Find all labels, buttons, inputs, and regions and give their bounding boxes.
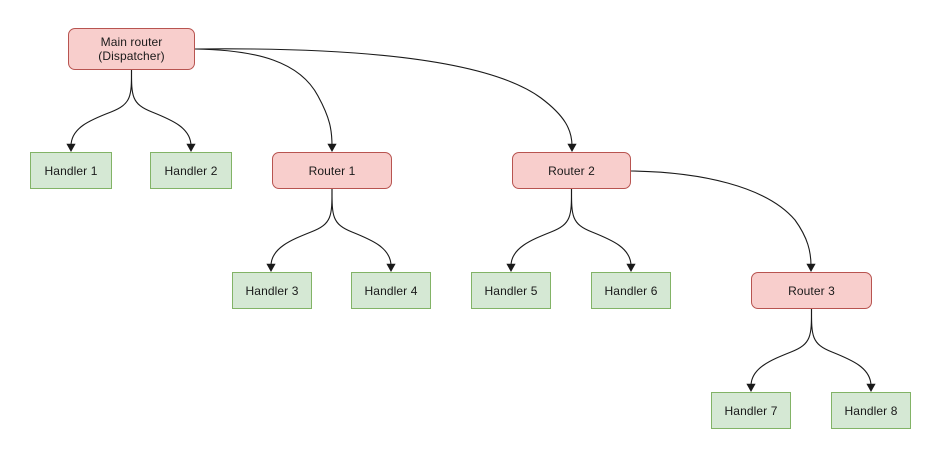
edge-main-router-to-router-1 xyxy=(194,48,333,147)
node-main-router[interactable]: Main router (Dispatcher) xyxy=(68,28,195,70)
arrowhead-icon xyxy=(746,383,756,392)
arrowhead-icon xyxy=(866,383,876,392)
node-label: Router 2 xyxy=(548,163,595,178)
node-label: Router 1 xyxy=(308,163,356,178)
node-label: Handler 2 xyxy=(164,163,218,178)
arrowhead-icon xyxy=(386,263,396,272)
node-router-3[interactable]: Router 3 xyxy=(751,272,872,309)
node-label: Handler 8 xyxy=(844,403,898,418)
edge-router-3-to-handler-7 xyxy=(750,308,813,387)
arrowhead-icon xyxy=(567,143,577,152)
node-handler-1[interactable]: Handler 1 xyxy=(30,152,112,189)
node-handler-7[interactable]: Handler 7 xyxy=(711,392,791,429)
arrowhead-icon xyxy=(626,263,636,272)
node-router-2[interactable]: Router 2 xyxy=(512,152,631,189)
node-label: Router 3 xyxy=(788,283,835,298)
node-handler-8[interactable]: Handler 8 xyxy=(831,392,911,429)
node-handler-3[interactable]: Handler 3 xyxy=(232,272,312,309)
edge-router-2-to-handler-6 xyxy=(570,188,632,267)
node-label: Handler 5 xyxy=(484,283,538,298)
edge-router-1-to-handler-3 xyxy=(270,188,333,267)
arrowhead-icon xyxy=(66,143,76,152)
arrowhead-icon xyxy=(266,263,276,272)
node-router-1[interactable]: Router 1 xyxy=(272,152,392,189)
node-label: Handler 6 xyxy=(604,283,658,298)
node-label: Handler 1 xyxy=(44,163,98,178)
node-label: Handler 4 xyxy=(364,283,418,298)
edge-router-3-to-handler-8 xyxy=(810,308,872,387)
edge-main-router-to-handler-2 xyxy=(130,69,192,147)
node-label: Handler 3 xyxy=(245,283,299,298)
node-handler-5[interactable]: Handler 5 xyxy=(471,272,551,309)
edge-router-2-to-handler-5 xyxy=(510,188,573,267)
arrowhead-icon xyxy=(506,263,516,272)
arrowhead-icon xyxy=(186,143,196,152)
edge-main-router-to-router-2 xyxy=(194,48,573,147)
node-label: Main router (Dispatcher) xyxy=(98,35,165,63)
arrowhead-icon xyxy=(327,143,337,152)
edge-router-2-to-router-3 xyxy=(630,170,812,267)
node-handler-4[interactable]: Handler 4 xyxy=(351,272,431,309)
node-handler-2[interactable]: Handler 2 xyxy=(150,152,232,189)
edge-main-router-to-handler-1 xyxy=(70,69,133,147)
node-handler-6[interactable]: Handler 6 xyxy=(591,272,671,309)
node-label: Handler 7 xyxy=(724,403,778,418)
arrowhead-icon xyxy=(806,263,816,272)
edge-router-1-to-handler-4 xyxy=(331,188,392,267)
